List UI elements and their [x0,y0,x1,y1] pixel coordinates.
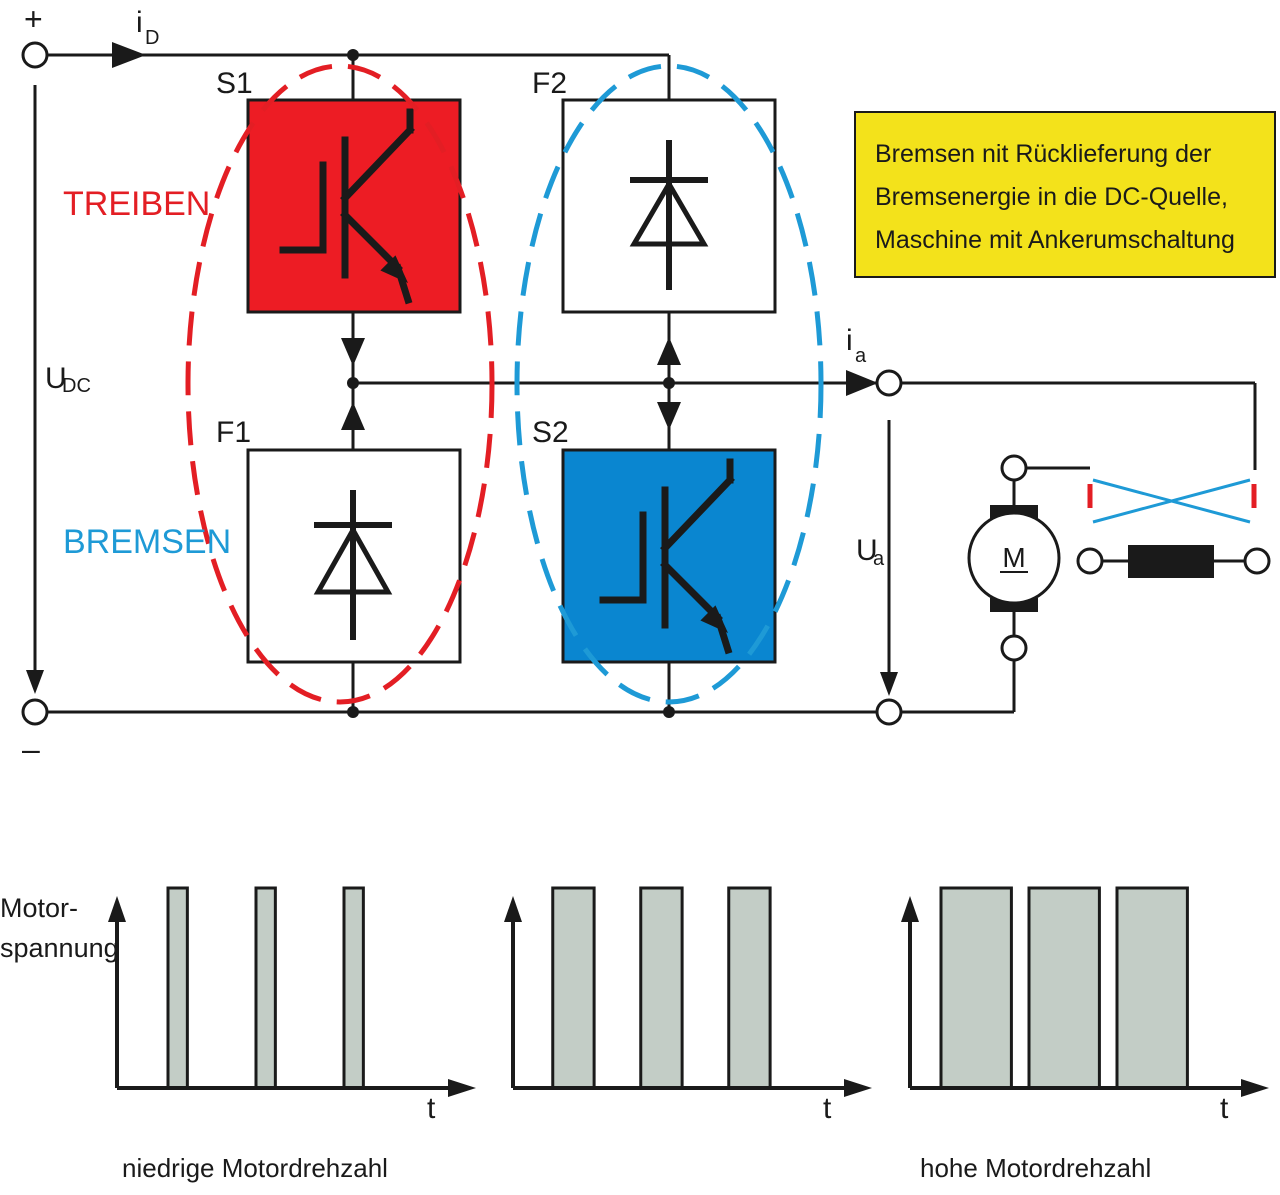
ua-arrow-icon [880,672,898,696]
svg-text:i: i [136,6,143,39]
s1-label: S1 [216,67,253,100]
s2-label: S2 [532,416,569,449]
treiben-ellipse [185,63,495,705]
note-line-2: Bremsenergie in die DC-Quelle, [875,183,1228,211]
pwm-pulse [939,886,1013,1090]
note-line-3: Maschine mit Ankerumschaltung [875,226,1235,254]
id-arrow-icon [112,42,146,68]
field-terminal-right [1243,547,1271,575]
y-axis-arrow-icon [504,896,522,922]
svg-text:a: a [855,345,867,367]
caption-low-speed: niedrige Motordrehzahl [122,1153,388,1183]
motor-terminal-bottom [1000,634,1028,662]
minus-label: – [22,731,40,767]
s1-down-arrow-icon [341,338,365,366]
svg-text:U: U [45,362,67,395]
f1-up-arrow-icon [341,402,365,430]
svg-text:DC: DC [62,375,91,397]
udc-arrow-icon [26,670,44,694]
y-axis-arrow-icon [901,896,919,922]
pwm-pulse [1027,886,1101,1090]
caption-high-speed: hohe Motordrehzahl [920,1153,1151,1183]
note-box: Bremsen nit Rücklieferung der Bremsenerg… [854,111,1276,278]
pwm-pulse [254,886,277,1090]
terminal-ua [875,698,903,726]
field-winding [1128,545,1214,578]
ua-label: U a [856,534,885,570]
note-line-1: Bremsen nit Rücklieferung der [875,140,1211,168]
f2-up-arrow-icon [657,337,681,365]
igbt-s1-icon [279,108,415,305]
pwm-pulse [1115,886,1189,1090]
diode-f1-icon [313,490,393,640]
ylabel-line-1: Motor- [0,893,78,923]
armature-reversal-switch [1087,478,1257,524]
terminal-minus [21,698,49,726]
switch-s1 [246,98,462,314]
f1-label: F1 [216,416,251,449]
ia-arrow-icon [846,370,878,396]
pwm-plot-2: t [504,886,872,1125]
diode-f2-icon [629,140,709,290]
pwm-pulse [166,886,189,1090]
f2-label: F2 [532,67,567,100]
diode-f2 [561,98,777,314]
bremsen-ellipse [514,63,824,705]
arrows [26,42,898,696]
x-axis-label: t [1220,1092,1229,1125]
terminal-ia [875,369,903,397]
igbt-s2-icon [599,458,735,655]
y-axis-arrow-icon [108,896,126,922]
pwm-pulse [639,886,684,1090]
svg-text:i: i [846,324,853,357]
plus-label: + [24,1,43,37]
motor-icon: M [967,505,1061,612]
udc-label: U DC [45,362,91,397]
s2-down-arrow-icon [657,402,681,430]
x-axis-arrow-icon [844,1079,872,1097]
motor-label: M [1002,542,1025,573]
field-terminal-left [1076,547,1104,575]
x-axis-arrow-icon [1241,1079,1269,1097]
x-axis-label: t [823,1092,832,1125]
junctions [347,49,675,718]
x-axis-label: t [427,1092,436,1125]
ia-label: i a [846,324,867,367]
diode-f1 [246,448,462,664]
id-label: i D [136,6,159,49]
treiben-label: TREIBEN [63,185,210,223]
bremsen-label: BREMSEN [63,523,231,561]
pwm-pulse [551,886,596,1090]
pwm-pulse [727,886,772,1090]
terminal-plus [21,41,49,69]
terminals [21,41,1271,726]
svg-text:U: U [856,534,878,567]
ylabel-line-2: spannung [0,933,119,963]
svg-text:a: a [873,548,885,570]
switch-s2 [561,448,777,664]
svg-text:D: D [145,27,159,49]
pwm-pulse [342,886,365,1090]
pwm-plot-1: t [108,886,476,1125]
motor-terminal-top [1000,454,1028,482]
x-axis-arrow-icon [448,1079,476,1097]
pwm-plot-3: t [901,886,1269,1125]
